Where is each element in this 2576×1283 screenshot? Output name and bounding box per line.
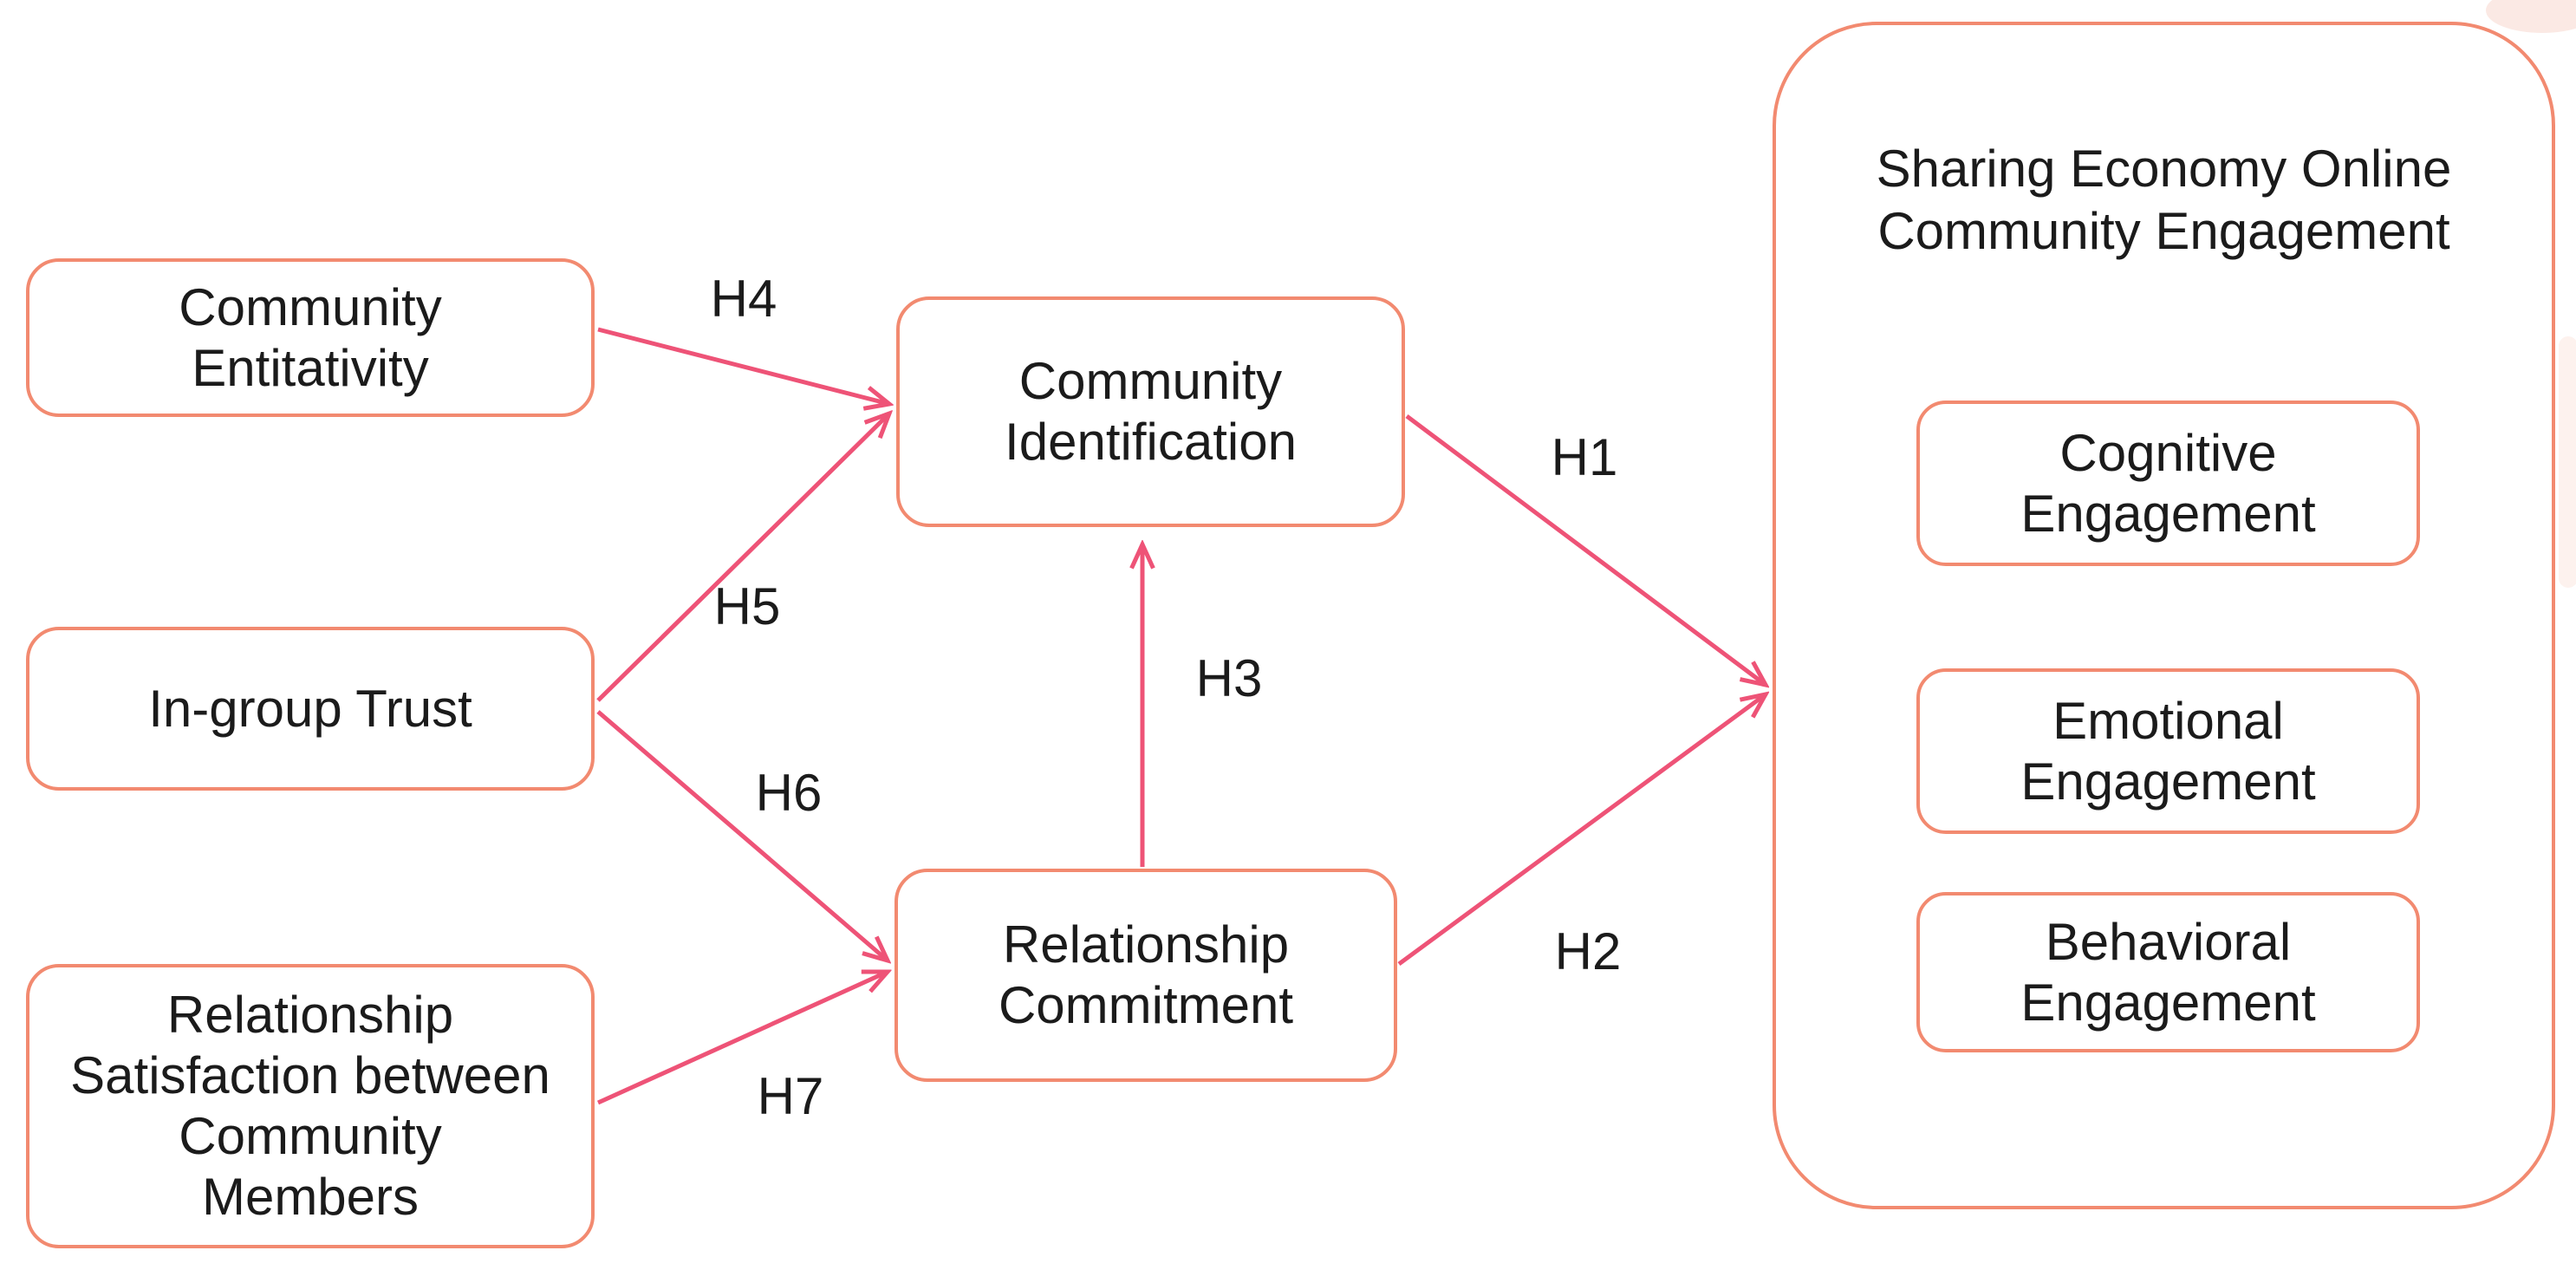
node-relationship-commitment: Relationship Commitment — [894, 869, 1397, 1082]
node-community-entitativity: Community Entitativity — [26, 258, 595, 417]
artifact-smudge-top-right — [2486, 0, 2576, 33]
arrow-h5 — [596, 414, 889, 702]
group-engagement: Sharing Economy Online Community Engagem… — [1773, 22, 2555, 1209]
arrow-h7 — [596, 972, 888, 1105]
node-community-identification: Community Identification — [896, 296, 1405, 527]
arrow-h4 — [597, 327, 889, 404]
edge-label-h4: H4 — [710, 270, 777, 328]
subnode-emotional-engagement: Emotional Engagement — [1916, 668, 2420, 834]
group-engagement-title: Sharing Economy Online Community Engagem… — [1876, 140, 2452, 260]
edge-label-h1: H1 — [1551, 428, 1618, 486]
node-in-group-trust: In-group Trust — [26, 627, 595, 791]
edge-label-h5: H5 — [713, 577, 781, 635]
subnode-behavioral-engagement: Behavioral Engagement — [1916, 892, 2420, 1052]
edge-label-h2: H2 — [1554, 922, 1622, 980]
subnode-cognitive-engagement: Cognitive Engagement — [1916, 401, 2420, 566]
edge-label-h3: H3 — [1195, 649, 1263, 707]
node-relationship-satisfaction: Relationship Satisfaction between Commun… — [26, 964, 595, 1248]
artifact-smudge-right-edge — [2559, 336, 2576, 588]
edge-label-h7: H7 — [757, 1067, 824, 1125]
edge-label-h6: H6 — [755, 764, 823, 822]
arrow-h6 — [596, 710, 888, 961]
